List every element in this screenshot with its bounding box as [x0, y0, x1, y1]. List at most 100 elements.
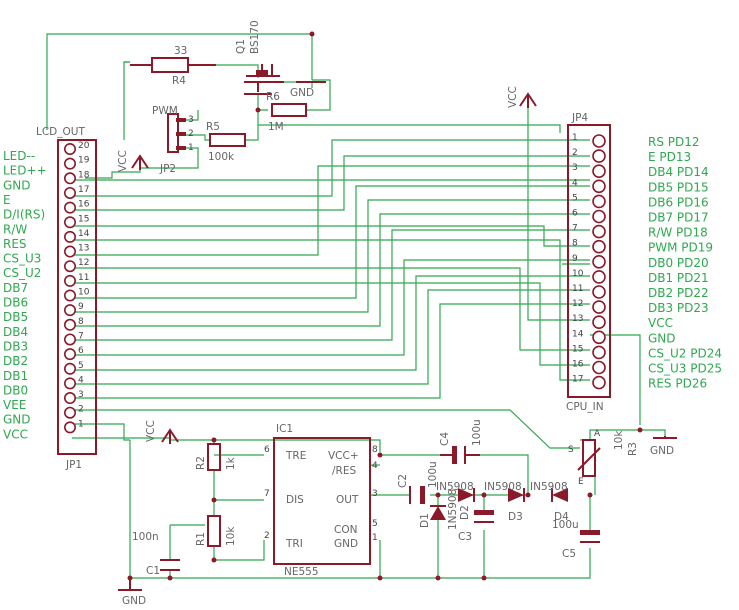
ic-vcc-label: VCC+ — [328, 450, 359, 462]
jp4-signal-label: DB5 PD15 — [648, 180, 709, 194]
jp1-pin-number: 14 — [78, 229, 90, 239]
jp1-pin-number: 17 — [78, 185, 89, 195]
c4-value-label: 100u — [471, 419, 483, 446]
c5-capacitor — [580, 530, 600, 543]
d2-part-label: IN5908 — [436, 481, 474, 493]
vcc-arrow-jp1 — [131, 154, 149, 170]
jp4-pin-number: 3 — [572, 163, 578, 173]
ic-tre-label: TRE — [285, 450, 306, 462]
jp1-signal-label: LED-- — [3, 149, 35, 163]
vcc-arrow-jp4 — [519, 92, 537, 108]
pwm-label: PWM — [152, 105, 178, 117]
jp1-pad — [64, 406, 77, 419]
jp1-signal-label: DB6 — [3, 296, 28, 310]
jp4-signal-label: VCC — [648, 316, 673, 330]
jp2-ref-label: JP2 — [159, 163, 176, 175]
jp4-signal-label: DB2 PD22 — [648, 286, 709, 300]
r6-ref-label: R6 — [266, 91, 280, 103]
jp1-header — [57, 139, 97, 455]
jp1-pad — [64, 245, 77, 258]
r1-ref-label: R1 — [195, 532, 207, 546]
jp4-pin-number: 7 — [572, 224, 578, 234]
jp4-pin-number: 5 — [572, 193, 578, 203]
jp4-pad — [592, 360, 606, 375]
jp4-pad — [592, 134, 606, 148]
jp1-pad — [64, 318, 77, 331]
jp4-pin-number: 2 — [572, 148, 578, 158]
r5-resistor — [209, 133, 246, 147]
jp4-signal-label: E PD13 — [648, 150, 691, 164]
jp4-pin-number: 14 — [572, 329, 584, 339]
d4-ref-label: D4 — [554, 511, 569, 523]
c2-capacitor — [409, 486, 425, 504]
jp1-pad — [64, 157, 77, 170]
jp4-pin-number: 16 — [572, 360, 584, 370]
jp4-signal-label: DB6 PD16 — [648, 195, 709, 209]
jp1-pin-number: 4 — [78, 375, 84, 385]
jp1-pin-number: 5 — [78, 361, 84, 371]
jp1-pin-number: 15 — [78, 214, 89, 224]
jp1-pin-number: 13 — [78, 244, 89, 254]
ic-pin-6: 6 — [264, 445, 270, 455]
jp4-pad — [592, 164, 606, 178]
jp4-pad — [592, 345, 606, 360]
jp4-pad — [592, 149, 606, 163]
jp1-label: JP1 — [65, 459, 82, 471]
jp4-signal-label: RS PD12 — [648, 135, 700, 149]
d2-diode — [458, 488, 475, 502]
ne555-chip — [273, 437, 371, 565]
jp2-pin1: 1 — [188, 143, 194, 153]
jp1-signal-label: LED++ — [3, 164, 47, 178]
jp4-pin-number: 9 — [572, 254, 578, 264]
r3-potentiometer — [577, 439, 601, 477]
jp1-pin-number: 1 — [78, 419, 84, 429]
jp1-pad — [64, 216, 77, 229]
jp4-pad — [592, 209, 606, 224]
jp1-signal-label: CS_U2 — [3, 266, 41, 280]
jp4-pad — [592, 285, 606, 299]
jp4-pad — [592, 270, 606, 284]
ic-pin-3: 3 — [372, 489, 378, 499]
ic-pin-2: 2 — [264, 531, 270, 541]
jp1-signal-labels: LED--LED++GNDED/I(RS)R/WRESCS_U3CS_U2DB7… — [3, 149, 47, 441]
jp4-pin-number: 1 — [572, 133, 578, 143]
jp4-label: JP4 — [571, 112, 588, 124]
jp1-pad — [64, 260, 77, 273]
gnd-bottom-label: GND — [122, 595, 146, 607]
jp1-pad — [64, 392, 77, 405]
jp1-signal-label: VEE — [3, 398, 26, 412]
jp4-pad — [592, 375, 606, 390]
jp1-pad — [64, 230, 77, 243]
jp4-pin-number: 6 — [572, 209, 578, 219]
r5-value-label: 100k — [208, 151, 235, 163]
jp4-pin-number: 15 — [572, 344, 583, 354]
jp1-signal-label: DB4 — [3, 325, 28, 339]
r4-value-label: 33 — [174, 45, 187, 57]
cpu-in-label: CPU_IN — [566, 401, 604, 413]
ic-pin-7: 7 — [264, 489, 270, 499]
ic1-ref-label: IC1 — [276, 423, 293, 435]
jp4-pin-number: 4 — [572, 178, 578, 188]
jp1-pin-number: 2 — [78, 405, 84, 415]
jp4-header — [567, 124, 611, 398]
q1-ref-label: Q1 — [235, 39, 247, 54]
jp1-signal-label: GND — [3, 413, 31, 427]
c2-ref-label: C2 — [397, 474, 409, 488]
jp4-signal-label: DB7 PD17 — [648, 211, 709, 225]
c1-value-label: 100n — [132, 531, 159, 543]
jp1-signal-label: DB3 — [3, 339, 28, 353]
r5-ref-label: R5 — [206, 121, 220, 133]
jp4-pin-number: 13 — [572, 314, 583, 324]
lcd-out-label: LCD_OUT — [36, 126, 85, 138]
jp4-signal-label: CS_U3 PD25 — [648, 362, 722, 376]
ic-tri-label: TRI — [285, 538, 303, 550]
d1-part-label: 1N5908 — [447, 489, 459, 530]
jp1-signal-label: R/W — [3, 222, 27, 236]
r6-value-label: 1M — [268, 121, 284, 133]
jp1-pin-number: 16 — [78, 200, 90, 210]
jp1-pin-number: 12 — [78, 258, 89, 268]
jp1-signal-label: GND — [3, 178, 31, 192]
jp4-signal-label: DB3 PD23 — [648, 301, 709, 315]
ic-out-label: OUT — [336, 494, 359, 506]
jp1-pad — [64, 274, 77, 287]
